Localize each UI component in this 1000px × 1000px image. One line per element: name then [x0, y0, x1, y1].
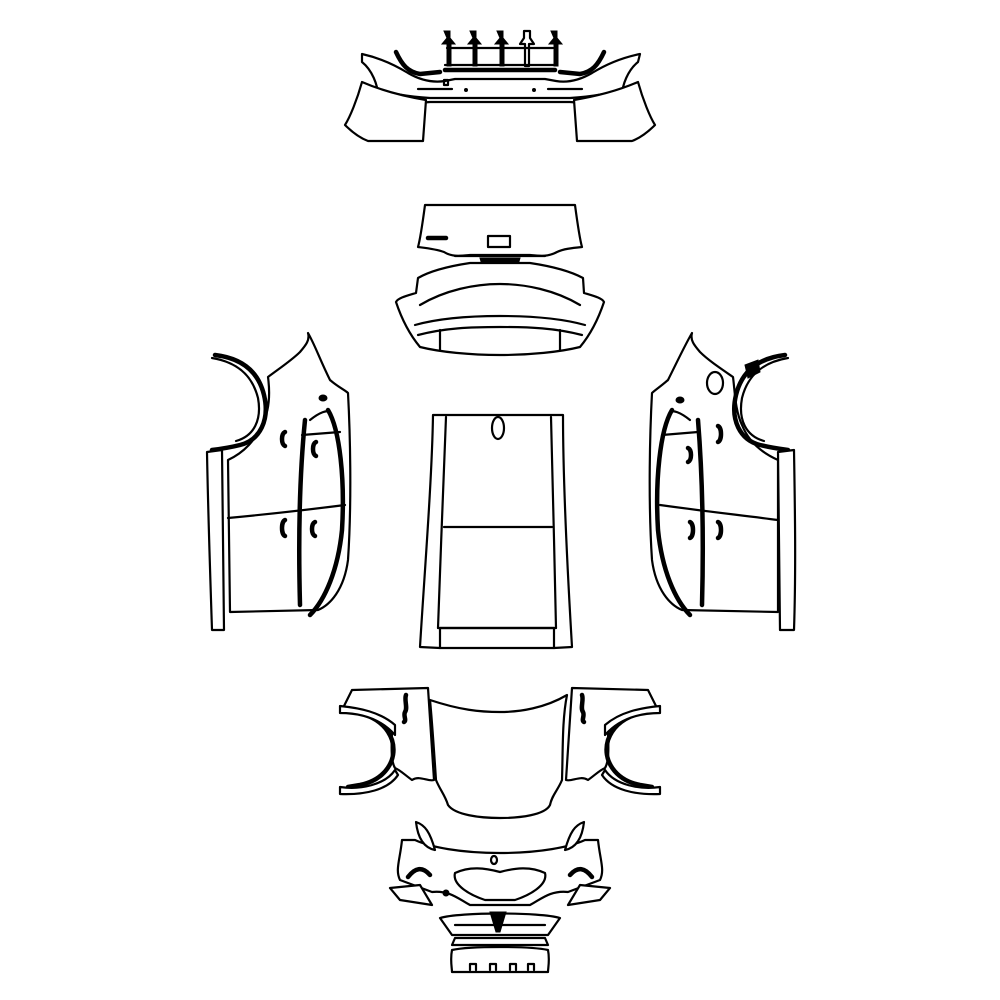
diffuser-fins	[440, 29, 564, 68]
right-side-panel	[648, 331, 797, 632]
left-side-panel	[205, 331, 352, 632]
hood-panel	[428, 693, 569, 820]
front-bumper-panel	[388, 820, 612, 974]
rear-fascia-panel	[394, 261, 606, 357]
left-front-fender-panel	[338, 686, 436, 796]
trunk-lid-panel	[416, 203, 584, 266]
rear-bumper-panel	[343, 29, 657, 143]
right-front-fender-panel	[564, 686, 662, 796]
roof-panel	[418, 413, 574, 650]
